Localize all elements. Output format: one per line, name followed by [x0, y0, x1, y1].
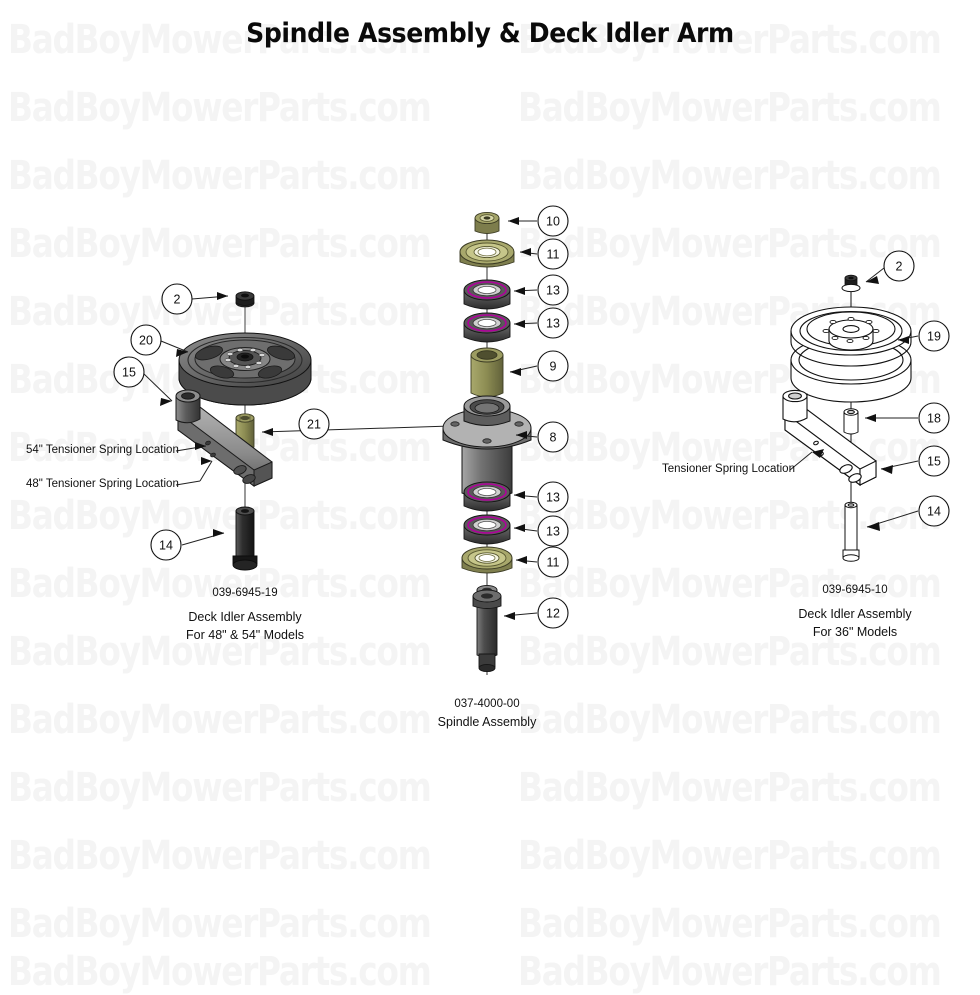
left-caption-line1: Deck Idler Assembly: [188, 609, 302, 624]
right-annotation-leader: [789, 451, 813, 471]
callout-number: 21: [307, 418, 321, 432]
center-part-bearing-upper-1: [463, 279, 511, 310]
callout-bubble-right-15[interactable]: 15: [918, 445, 950, 477]
center-part-spindle-shaft: [472, 584, 502, 673]
right-caption-line2: For 36" Models: [812, 624, 898, 639]
callout-bubble-left-21[interactable]: 21: [298, 408, 330, 440]
callout-bubble-center-13-lower-1[interactable]: 13: [537, 481, 569, 513]
callout-number: 2: [174, 293, 181, 307]
callout-bubble-center-13-lower-2[interactable]: 13: [537, 515, 569, 547]
callout-number: 13: [546, 317, 560, 331]
right-caption-line1: Deck Idler Assembly: [798, 606, 912, 621]
callout-number: 20: [139, 334, 153, 348]
right-part-flange-nut: [841, 274, 861, 293]
callout-bubble-left-14[interactable]: 14: [150, 529, 182, 561]
center-assembly-caption: 037-4000-00 Spindle Assembly: [387, 696, 587, 731]
callout-bubble-center-9[interactable]: 9: [537, 350, 569, 382]
callout-number: 13: [546, 525, 560, 539]
left-caption-part-number: 039-6945-19: [212, 587, 278, 599]
callout-bubble-center-12[interactable]: 12: [537, 597, 569, 629]
callout-bubble-left-15[interactable]: 15: [113, 356, 145, 388]
callout-bubble-center-11-lower[interactable]: 11: [537, 546, 569, 578]
right-arrowheads: [865, 276, 909, 531]
callout-bubble-left-20[interactable]: 20: [130, 324, 162, 356]
callout-number: 8: [550, 431, 557, 445]
callout-bubble-right-18[interactable]: 18: [918, 402, 950, 434]
left-part-idler-pulley: [178, 332, 312, 406]
center-arrowheads: [504, 217, 531, 620]
left-part-flange-nut: [235, 291, 255, 308]
left-assembly-caption: 039-6945-19 Deck Idler Assembly For 48" …: [135, 585, 355, 644]
callout-bubble-right-2[interactable]: 2: [883, 250, 915, 282]
right-part-idler-arm: [782, 389, 877, 487]
callout-bubble-left-2[interactable]: 2: [161, 283, 193, 315]
right-annotation-arrow: [812, 449, 824, 458]
right-part-idler-pulley: [790, 306, 912, 403]
callout-number: 14: [159, 539, 173, 553]
callout-bubble-right-14[interactable]: 14: [918, 495, 950, 527]
callout-number: 11: [547, 248, 560, 262]
callout-number: 15: [122, 366, 136, 380]
center-part-bearing-spacer-tube: [470, 347, 504, 398]
callout-number: 13: [546, 284, 560, 298]
right-part-spacer: [843, 408, 859, 435]
left-arrowheads: [160, 292, 273, 537]
center-part-bearing-lower-2: [463, 514, 511, 545]
right-assembly-caption: 039-6945-10 Deck Idler Assembly For 36" …: [745, 582, 965, 641]
callout-bubble-center-13-upper-2[interactable]: 13: [537, 307, 569, 339]
center-part-upper-washer: [459, 239, 515, 268]
callout-number: 10: [546, 215, 560, 229]
callout-number: 14: [927, 505, 941, 519]
left-annotation-arrow-48: [201, 457, 212, 465]
center-part-spindle-nut: [474, 211, 500, 234]
callout-number: 15: [927, 455, 941, 469]
right-part-shoulder-bolt: [842, 501, 860, 562]
callout-number: 13: [546, 491, 560, 505]
left-annotation-arrow-54: [195, 442, 206, 450]
callout-bubble-center-13-upper-1[interactable]: 13: [537, 274, 569, 306]
callout-bubble-right-19[interactable]: 19: [918, 320, 950, 352]
callout-number: 11: [547, 556, 560, 570]
center-caption-line1: Spindle Assembly: [437, 714, 537, 729]
center-part-lower-washer: [461, 546, 513, 574]
annotation-tensioner-spring-location: Tensioner Spring Location: [662, 463, 795, 475]
left-caption-line2: For 48" & 54" Models: [186, 627, 304, 642]
callout-number: 9: [550, 360, 557, 374]
callout-bubble-center-11-upper[interactable]: 11: [537, 238, 569, 270]
callout-number: 12: [546, 607, 560, 621]
right-caption-part-number: 039-6945-10: [822, 584, 888, 596]
callout-number: 2: [896, 260, 903, 274]
center-caption-part-number: 037-4000-00: [454, 698, 520, 710]
callout-number: 19: [927, 330, 941, 344]
left-annotation-leaders: [175, 445, 213, 486]
annotation-48-spring-location: 48" Tensioner Spring Location: [26, 478, 179, 490]
page-title: Spindle Assembly & Deck Idler Arm: [246, 18, 734, 49]
left-part-shoulder-bolt: [232, 506, 258, 571]
callout-bubble-center-8[interactable]: 8: [537, 421, 569, 453]
annotation-54-spring-location: 54" Tensioner Spring Location: [26, 444, 179, 456]
center-part-bearing-upper-2: [463, 312, 511, 343]
callout-number: 18: [927, 412, 941, 426]
left-part-idler-arm: [175, 389, 273, 487]
center-part-bearing-lower-1: [463, 481, 511, 512]
callout-bubble-center-10[interactable]: 10: [537, 205, 569, 237]
